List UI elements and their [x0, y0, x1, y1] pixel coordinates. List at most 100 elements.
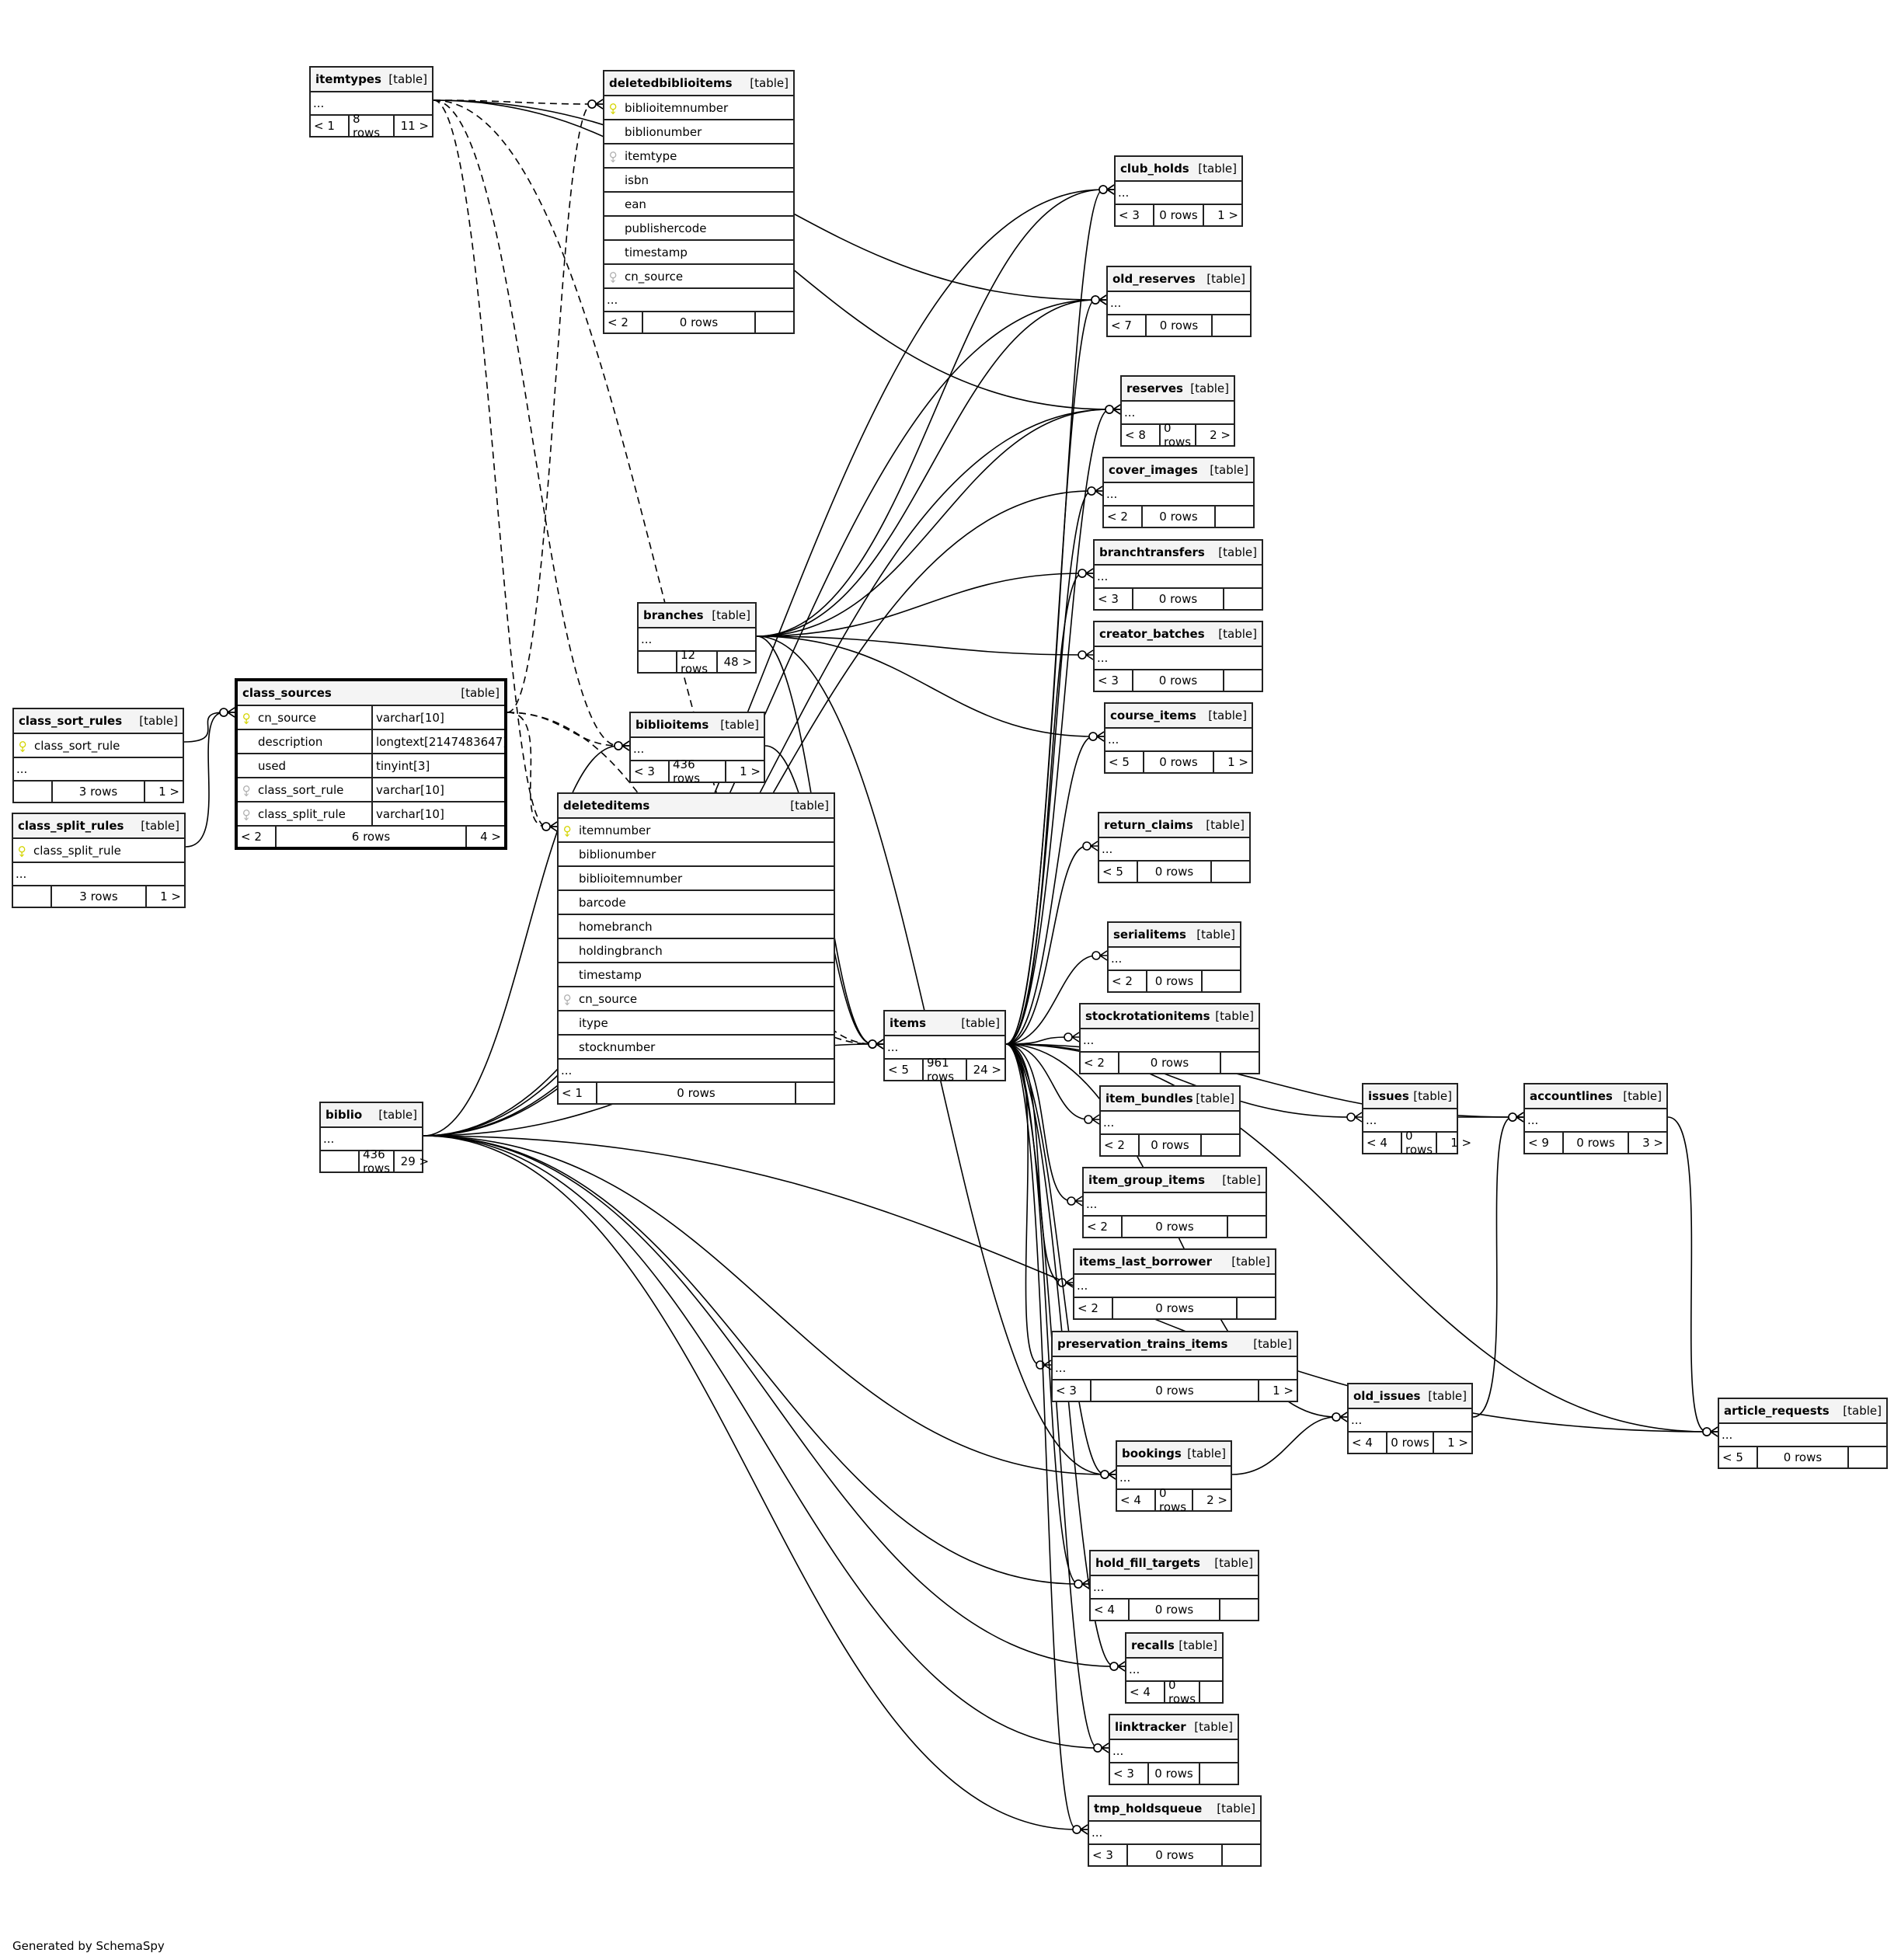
table-name[interactable]: hold_fill_targets: [1095, 1556, 1200, 1570]
parents-count[interactable]: < 1: [559, 1083, 597, 1103]
children-count[interactable]: 2 >: [1210, 428, 1231, 442]
table-name[interactable]: biblioitems: [635, 718, 709, 732]
table-header[interactable]: course_items[table]: [1105, 704, 1252, 729]
parents-count[interactable]: < 3: [1053, 1380, 1092, 1401]
parents-count[interactable]: < 2: [1104, 507, 1143, 527]
column-row[interactable]: timestamp: [604, 241, 793, 265]
column-row[interactable]: publishercode: [604, 217, 793, 241]
more-columns[interactable]: ...: [321, 1128, 422, 1151]
children-count[interactable]: [1238, 1298, 1275, 1318]
table-name[interactable]: serialitems: [1113, 928, 1186, 942]
children-count[interactable]: 1 >: [1450, 1136, 1472, 1150]
parents-count[interactable]: < 5: [885, 1060, 924, 1080]
table-header[interactable]: items_last_borrower[table]: [1074, 1250, 1275, 1275]
table-header[interactable]: branches[table]: [639, 604, 755, 628]
more-columns[interactable]: ...: [639, 628, 755, 652]
table-name[interactable]: cover_images: [1109, 463, 1198, 477]
table-header[interactable]: old_reserves[table]: [1108, 267, 1250, 292]
table-deletedbiblioitems[interactable]: deletedbiblioitems[table]♂biblioitemnumb…: [603, 70, 795, 334]
table-name[interactable]: article_requests: [1724, 1404, 1830, 1418]
table-name[interactable]: class_sources: [242, 686, 332, 700]
table-name[interactable]: items: [890, 1016, 927, 1030]
table-header[interactable]: tmp_holdsqueue[table]: [1089, 1797, 1260, 1822]
more-columns[interactable]: ...: [1095, 566, 1262, 589]
table-name[interactable]: items_last_borrower: [1079, 1255, 1212, 1269]
children-count[interactable]: 48 >: [723, 655, 752, 669]
more-columns[interactable]: ...: [1349, 1409, 1471, 1433]
children-count[interactable]: 1 >: [160, 889, 181, 903]
parents-count[interactable]: < 2: [1074, 1298, 1113, 1318]
children-count[interactable]: [1224, 670, 1262, 691]
table-name[interactable]: branchtransfers: [1099, 545, 1205, 559]
table-name[interactable]: accountlines: [1530, 1089, 1613, 1103]
more-columns[interactable]: ...: [1095, 647, 1262, 670]
children-count[interactable]: [1213, 315, 1250, 336]
table-header[interactable]: item_bundles[table]: [1101, 1087, 1239, 1112]
table-header[interactable]: item_group_items[table]: [1084, 1168, 1266, 1193]
parents-count[interactable]: < 4: [1126, 1682, 1165, 1702]
more-columns[interactable]: ...: [1053, 1357, 1297, 1380]
parents-count[interactable]: < 8: [1122, 425, 1161, 445]
more-columns[interactable]: ...: [559, 1060, 834, 1083]
children-count[interactable]: [756, 312, 793, 332]
parents-count[interactable]: < 2: [1081, 1053, 1119, 1073]
parents-count[interactable]: < 3: [631, 761, 670, 782]
parents-count[interactable]: < 3: [1116, 205, 1154, 225]
children-count[interactable]: 11 >: [400, 119, 429, 133]
table-header[interactable]: bookings[table]: [1117, 1442, 1231, 1467]
table-header[interactable]: deletedbiblioitems[table]: [604, 71, 793, 96]
children-count[interactable]: [1203, 971, 1240, 991]
column-row[interactable]: ♂itemnumber: [559, 819, 834, 843]
table-name[interactable]: biblio: [326, 1108, 363, 1122]
children-count[interactable]: 4 >: [480, 830, 501, 844]
parents-count[interactable]: [321, 1151, 360, 1171]
more-columns[interactable]: ...: [1101, 1112, 1239, 1135]
table-header[interactable]: article_requests[table]: [1719, 1399, 1886, 1424]
column-row[interactable]: ♂cn_source: [604, 265, 793, 289]
parents-count[interactable]: < 3: [1110, 1763, 1149, 1784]
parents-count[interactable]: < 1: [311, 116, 350, 136]
column-row[interactable]: homebranch: [559, 915, 834, 939]
column-row[interactable]: ♂class_split_rule: [13, 839, 184, 863]
table-name[interactable]: deleteditems: [563, 799, 650, 813]
table-header[interactable]: biblioitems[table]: [631, 713, 764, 738]
parents-count[interactable]: < 7: [1108, 315, 1147, 336]
parents-count[interactable]: < 4: [1091, 1600, 1130, 1620]
children-count[interactable]: 24 >: [973, 1063, 1001, 1077]
more-columns[interactable]: ...: [14, 758, 183, 782]
parents-count[interactable]: < 3: [1095, 670, 1133, 691]
parents-count[interactable]: < 2: [1109, 971, 1147, 991]
children-count[interactable]: 1 >: [1273, 1384, 1293, 1398]
column-row[interactable]: itype: [559, 1011, 834, 1036]
table-header[interactable]: class_sources[table]: [238, 681, 504, 706]
table-header[interactable]: preservation_trains_items[table]: [1053, 1332, 1297, 1357]
more-columns[interactable]: ...: [631, 738, 764, 761]
children-count[interactable]: 29 >: [400, 1154, 430, 1168]
more-columns[interactable]: ...: [1525, 1109, 1666, 1133]
parents-count[interactable]: < 4: [1363, 1133, 1402, 1153]
children-count[interactable]: [1224, 589, 1262, 609]
more-columns[interactable]: ...: [1126, 1659, 1222, 1682]
table-name[interactable]: item_bundles: [1105, 1091, 1193, 1105]
table-name[interactable]: bookings: [1122, 1447, 1182, 1460]
parents-count[interactable]: < 4: [1117, 1490, 1156, 1510]
